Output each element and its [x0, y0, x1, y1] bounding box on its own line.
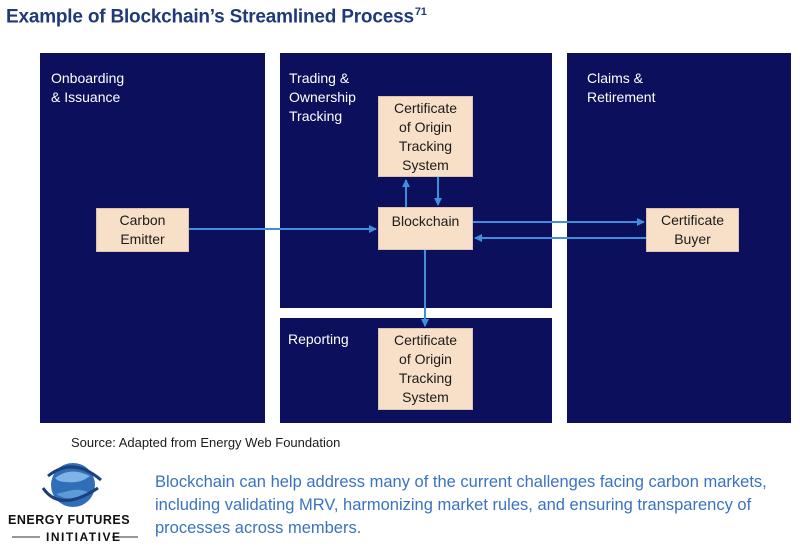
logo-text-line1: ENERGY FUTURES [8, 513, 131, 527]
title-text: Example of Blockchain’s Streamlined Proc… [6, 6, 414, 28]
logo-text-line2: INITIATIVE [46, 530, 122, 544]
panel-label-reporting: Reporting [288, 331, 349, 347]
panel-label-onboarding: Onboarding & Issuance [51, 70, 125, 105]
node-blockchain: Blockchain [378, 207, 473, 250]
energy-futures-globe-icon [12, 463, 138, 538]
summary-text: Blockchain can help address many of the … [155, 473, 767, 537]
node-certificate-buyer: Certificate Buyer [646, 208, 739, 252]
page-title: Example of Blockchain’s Streamlined Proc… [6, 6, 427, 28]
panel-label-trading: Trading & Ownership Tracking [289, 70, 356, 124]
node-certificate-of-origin-top: Certificate of Origin Tracking System [378, 96, 473, 177]
source-note: Source: Adapted from Energy Web Foundati… [71, 435, 341, 450]
title-footnote: 71 [414, 6, 427, 18]
panel-trading: Trading & Ownership Tracking [280, 53, 552, 308]
node-certificate-of-origin-bottom: Certificate of Origin Tracking System [378, 328, 473, 410]
node-carbon-emitter: Carbon Emitter [96, 208, 189, 252]
panel-label-claims: Claims & Retirement [587, 70, 656, 105]
